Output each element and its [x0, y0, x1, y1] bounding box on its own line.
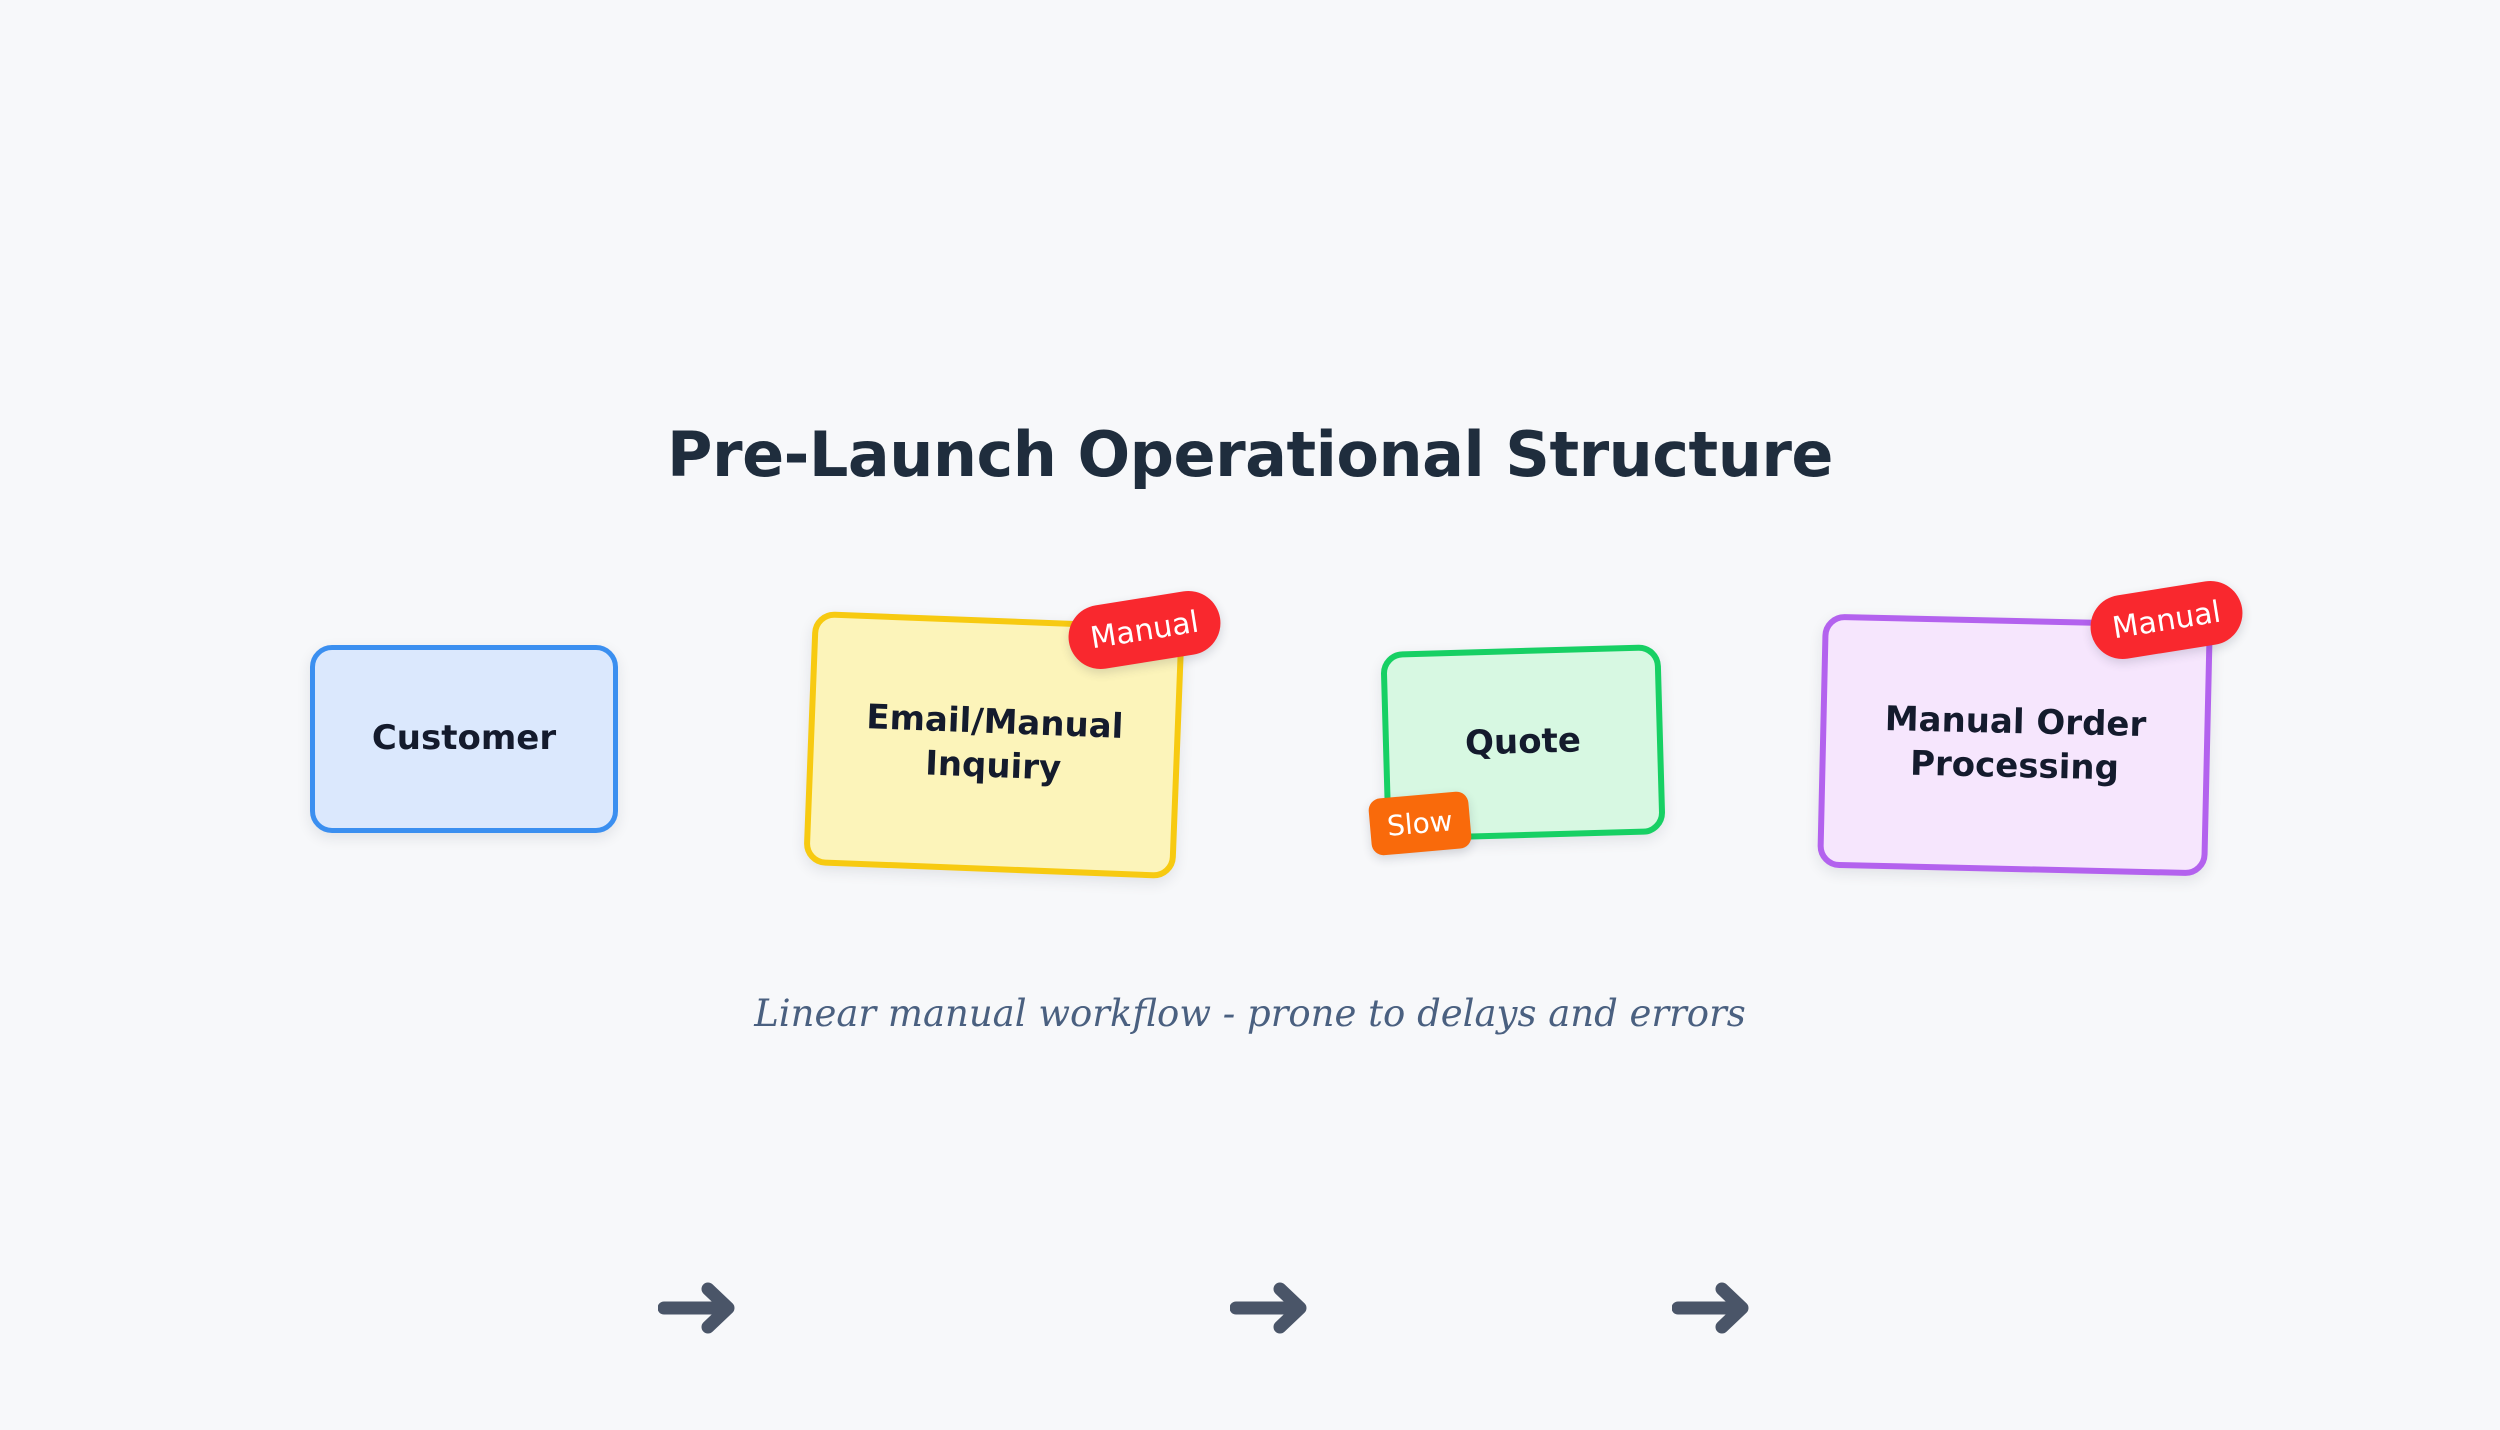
page-title: Pre-Launch Operational Structure — [667, 418, 1833, 491]
flow-node-quote-label: Quote — [1464, 720, 1582, 764]
flow-node-customer-label: Customer — [371, 718, 557, 759]
arrow-right-icon — [1229, 1278, 1314, 1342]
arrow-right-icon — [657, 1278, 742, 1342]
status-badge-slow-quote: Slow — [1367, 790, 1472, 857]
flow-node-inquiry-label: Email/Manual Inquiry — [865, 697, 1125, 789]
arrow-right-icon — [1671, 1278, 1756, 1342]
flow-node-processing-label: Manual Order Processing — [1884, 699, 2147, 789]
diagram-caption: Linear manual workflow - prone to delays… — [754, 992, 1746, 1035]
flow-node-customer[interactable]: Customer — [310, 645, 618, 833]
flow-row: Customer Email/Manual Inquiry Quote — [0, 560, 2500, 1334]
